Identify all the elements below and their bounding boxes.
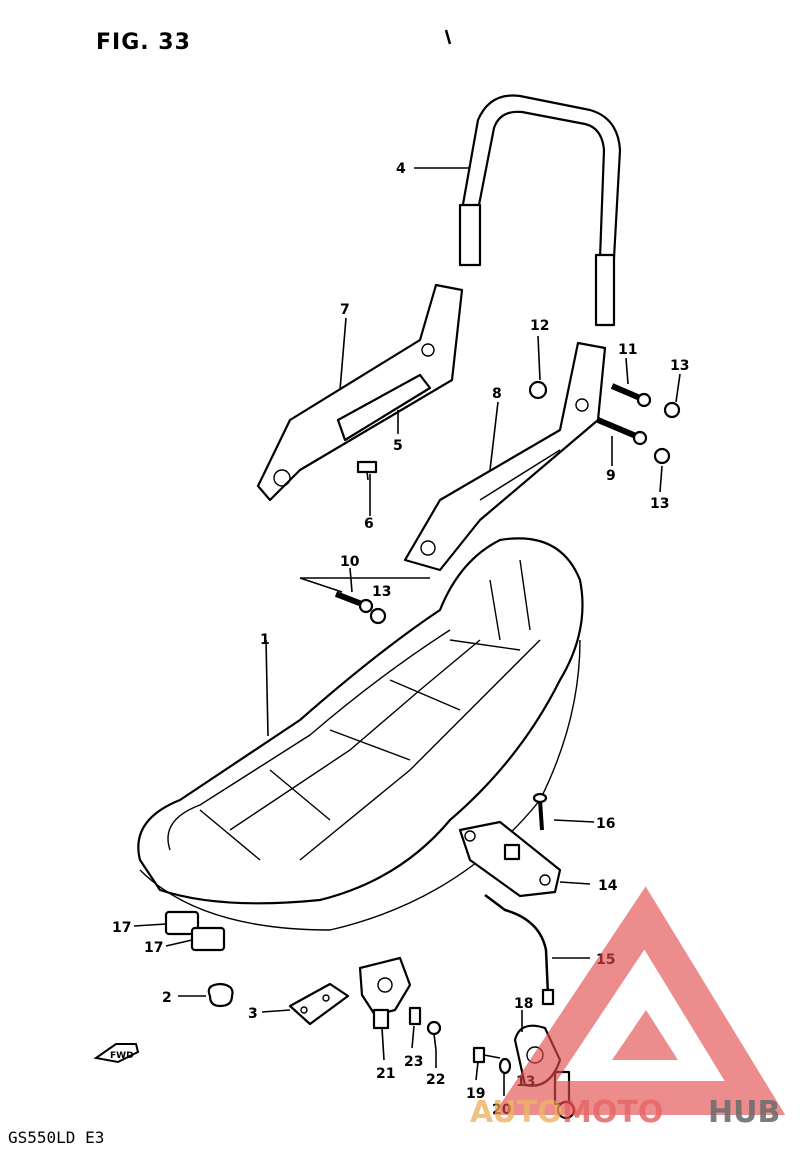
callout-14: 14 xyxy=(598,878,618,894)
bolt-6[interactable] xyxy=(356,460,378,481)
callout-6: 6 xyxy=(364,516,374,532)
callout-18: 18 xyxy=(514,996,533,1012)
figure-title: FIG. 33 xyxy=(96,30,191,55)
callout-7: 7 xyxy=(340,302,350,318)
watermark-text-moto: MOTO xyxy=(562,1095,663,1130)
watermark-logo: AUTO MOTO HUB xyxy=(470,886,786,1130)
callout-13-a: 13 xyxy=(670,358,689,374)
callout-13-c: 13 xyxy=(372,584,391,600)
callout-4: 4 xyxy=(396,161,406,177)
callout-9: 9 xyxy=(606,468,616,484)
bracket-pad[interactable] xyxy=(336,373,432,442)
callout-13-b: 13 xyxy=(650,496,669,512)
callout-17-b: 17 xyxy=(144,940,163,956)
plate-3[interactable] xyxy=(288,982,350,1026)
watermark-text-auto: AUTO xyxy=(470,1095,563,1130)
callout-11: 11 xyxy=(618,342,637,358)
stray-mark xyxy=(444,29,452,45)
seat[interactable] xyxy=(137,537,584,931)
callout-21: 21 xyxy=(376,1066,395,1082)
callout-10: 10 xyxy=(340,554,360,570)
callout-8: 8 xyxy=(492,386,502,402)
callout-5: 5 xyxy=(393,438,403,454)
backrest-bar[interactable] xyxy=(458,94,622,327)
watermark-text-hub: HUB xyxy=(708,1095,780,1130)
cushion-17-upper[interactable] xyxy=(164,910,200,936)
callout-leaders xyxy=(133,167,681,1096)
bolt-11[interactable] xyxy=(610,383,652,408)
callout-1: 1 xyxy=(260,632,270,648)
callout-2: 2 xyxy=(162,990,172,1006)
bolt-9[interactable] xyxy=(596,417,648,446)
fwd-arrow-icon: FWD xyxy=(93,1043,140,1064)
callout-22: 22 xyxy=(426,1072,445,1088)
seat-hinge-plate[interactable] xyxy=(458,820,562,898)
helmet-lock[interactable] xyxy=(358,956,412,1030)
left-side-bracket[interactable] xyxy=(256,283,464,502)
model-code: GS550LD E3 xyxy=(8,1128,105,1147)
bolt-19[interactable] xyxy=(472,1046,501,1064)
damper-2[interactable] xyxy=(207,982,234,1008)
cushion-17-lower[interactable] xyxy=(190,926,226,952)
bolt-10[interactable] xyxy=(334,591,374,614)
callout-23: 23 xyxy=(404,1054,423,1070)
callout-17-a: 17 xyxy=(112,920,131,936)
callout-19: 19 xyxy=(466,1086,485,1102)
spacer-23[interactable] xyxy=(408,1006,422,1026)
washer-20[interactable] xyxy=(498,1057,512,1075)
seat-lock-cable[interactable] xyxy=(484,894,555,1006)
callout-16: 16 xyxy=(596,816,615,832)
cap-13[interactable] xyxy=(369,401,681,625)
right-side-bracket[interactable] xyxy=(403,341,607,572)
nut-12[interactable] xyxy=(528,380,548,400)
fwd-label: FWD xyxy=(110,1051,134,1061)
screw-16[interactable] xyxy=(532,792,548,831)
screw-22[interactable] xyxy=(426,1020,442,1051)
callout-12: 12 xyxy=(530,318,549,334)
callout-3: 3 xyxy=(248,1006,258,1022)
